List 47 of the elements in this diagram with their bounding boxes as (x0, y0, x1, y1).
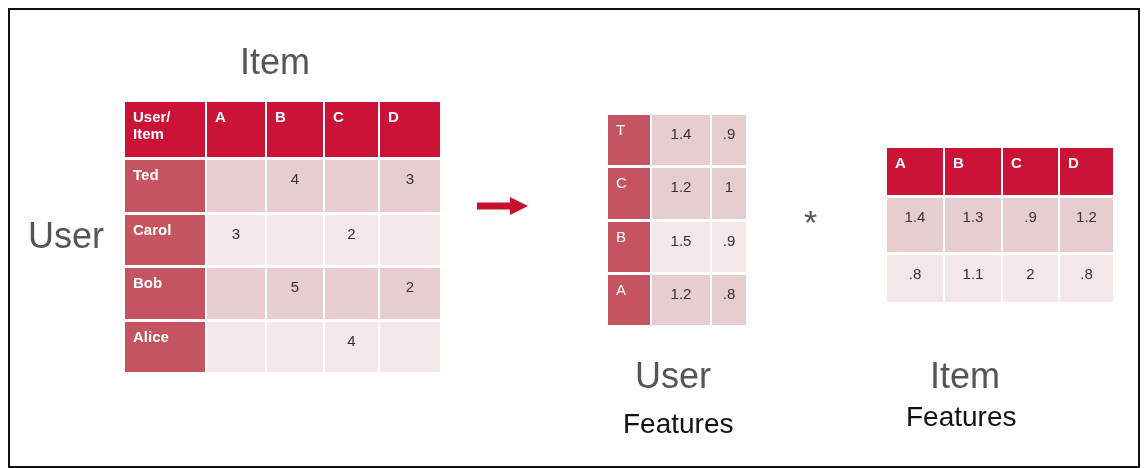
table-header-cell: B (267, 102, 323, 157)
table-cell: .8 (1060, 255, 1113, 302)
table-cell: 1.2 (1060, 198, 1113, 252)
table-cell: 1.4 (652, 115, 710, 165)
table-cell: 4 (325, 322, 378, 372)
table-cell: 3 (380, 160, 440, 212)
row-header-cell: B (608, 222, 650, 272)
table-header-cell: C (1003, 148, 1058, 195)
matrix-title: User (635, 358, 711, 394)
row-header-cell: A (608, 275, 650, 325)
table-cell: 4 (267, 160, 323, 212)
row-header-cell: C (608, 168, 650, 219)
row-header-cell: Bob (125, 268, 205, 319)
row-header-cell: Ted (125, 160, 205, 212)
table-cell: 3 (207, 215, 265, 265)
axis-title: User (28, 218, 104, 254)
table-cell: 5 (267, 268, 323, 319)
table-cell: 2 (1003, 255, 1058, 302)
multiply-sign: * (804, 205, 818, 239)
table-header-cell: A (207, 102, 265, 157)
table-cell: 1.1 (945, 255, 1001, 302)
table-header-cell: D (380, 102, 440, 157)
matrix-subtitle: Features (623, 410, 734, 438)
axis-title: Item (240, 44, 310, 80)
table-header-cell: B (945, 148, 1001, 195)
table-cell: 1.3 (945, 198, 1001, 252)
table-cell: 1.2 (652, 275, 710, 325)
table-cell: 2 (380, 268, 440, 319)
table-cell: .9 (712, 115, 746, 165)
table-header-cell: User/ Item (125, 102, 205, 157)
table-cell: 1.2 (652, 168, 710, 219)
table-cell: .9 (1003, 198, 1058, 252)
row-header-cell: Alice (125, 322, 205, 372)
table-cell: .9 (712, 222, 746, 272)
table-cell: .8 (712, 275, 746, 325)
table-header-cell: C (325, 102, 378, 157)
table-cell: 1.4 (887, 198, 943, 252)
table-cell: 2 (325, 215, 378, 265)
matrix-title: Item (930, 358, 1000, 394)
matrix-subtitle: Features (906, 403, 1017, 431)
table-cell: 1.5 (652, 222, 710, 272)
table-cell: 1 (712, 168, 746, 219)
table-header-cell: D (1060, 148, 1113, 195)
table-header-cell: A (887, 148, 943, 195)
row-header-cell: Carol (125, 215, 205, 265)
table-cell: .8 (887, 255, 943, 302)
row-header-cell: T (608, 115, 650, 165)
